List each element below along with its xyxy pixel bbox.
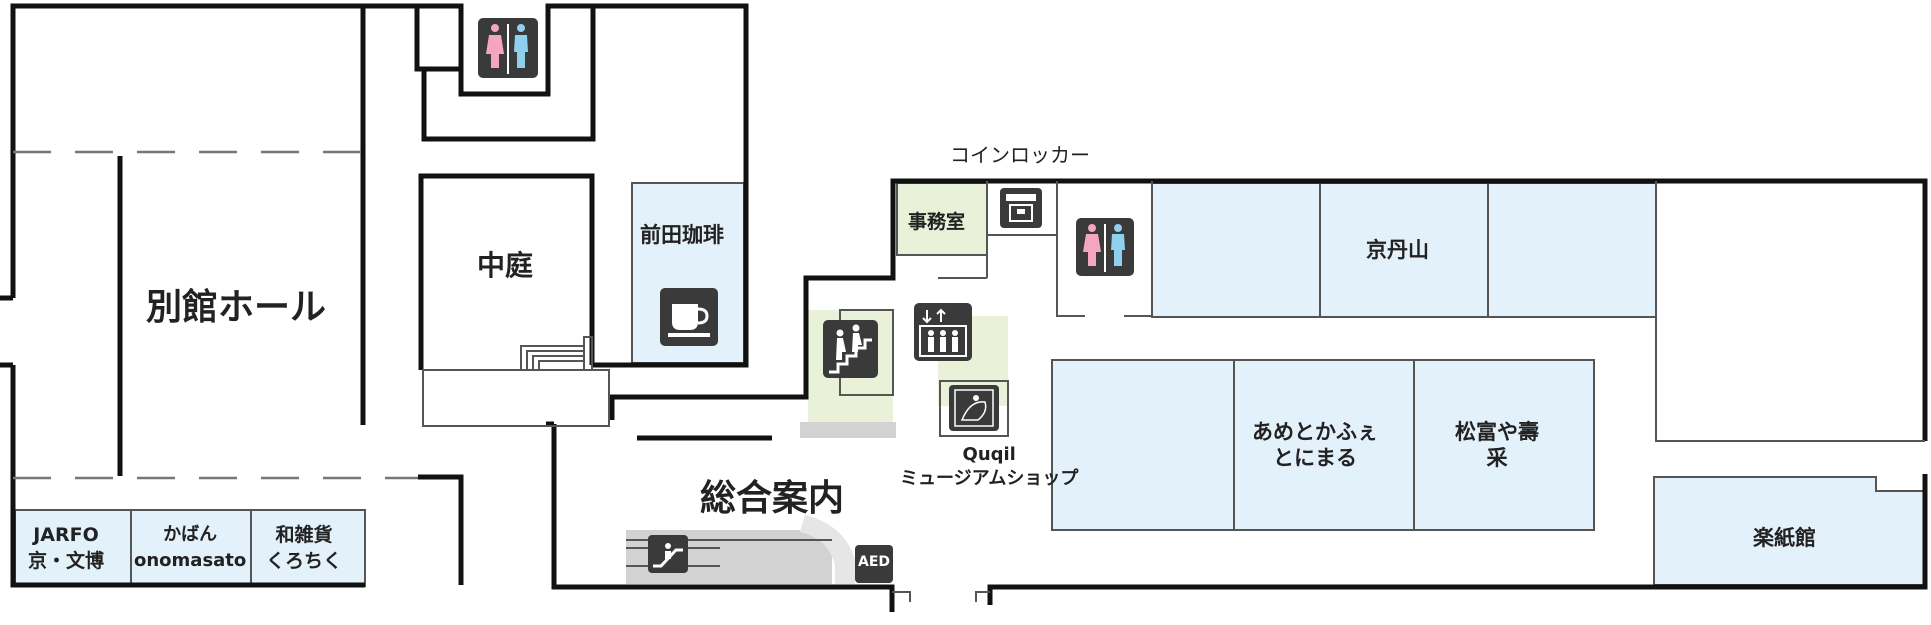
matsutomi-label: 松富や壽 采 bbox=[1455, 419, 1539, 471]
quqil-label: Quqil ミュージアムショップ bbox=[900, 443, 1078, 491]
shop-wazakka[interactable] bbox=[250, 509, 366, 587]
ame-tonimaru-line2: とにまる bbox=[1273, 446, 1357, 470]
shop-block-mid-1[interactable] bbox=[1051, 359, 1235, 531]
jarfo-line2: 京・文博 bbox=[28, 550, 105, 572]
kaban-label: かばん onomasato bbox=[134, 522, 246, 574]
outer-walls bbox=[0, 3, 1928, 612]
nursing-room-icon bbox=[949, 385, 999, 431]
jarfo-label: JARFO 京・文博 bbox=[28, 522, 104, 574]
kaban-line1: かばん bbox=[163, 524, 218, 545]
shop-block-top-1[interactable] bbox=[1151, 182, 1321, 318]
kyotanzan-label: 京丹山 bbox=[1366, 238, 1429, 262]
info-desk-arc bbox=[800, 515, 855, 584]
escalator-icon bbox=[648, 535, 688, 573]
internal-walls bbox=[117, 156, 123, 476]
kaban-line2: onomasato bbox=[134, 550, 247, 571]
matsutomi-line2: 采 bbox=[1486, 446, 1508, 470]
stairs-icon bbox=[823, 320, 878, 378]
wazakka-label: 和雑貨 くろちく bbox=[266, 522, 342, 574]
information-label: 総合案内 bbox=[700, 478, 845, 519]
shop-ame-tonimaru[interactable] bbox=[1233, 359, 1415, 531]
courtyard-label: 中庭 bbox=[477, 249, 534, 282]
restroom-icon bbox=[478, 18, 538, 78]
wazakka-line2: くろちく bbox=[266, 550, 343, 572]
aed-label: AED bbox=[857, 554, 891, 570]
elevator-icon bbox=[914, 303, 972, 361]
thin-walls bbox=[422, 181, 1925, 602]
annex-hall-label: 別館ホール bbox=[146, 287, 327, 328]
shop-matsutomi[interactable] bbox=[1413, 359, 1595, 531]
aed-icon bbox=[855, 545, 893, 583]
coin-locker-icon bbox=[1000, 188, 1042, 228]
ame-tonimaru-line1: あめとかふぇ bbox=[1252, 420, 1378, 444]
dashed-boundaries bbox=[13, 150, 418, 480]
jarfo-line1: JARFO bbox=[33, 524, 99, 546]
office-label: 事務室 bbox=[908, 211, 966, 233]
rakushikan-label: 楽紙館 bbox=[1753, 526, 1816, 550]
shop-kaban[interactable] bbox=[130, 509, 252, 587]
coin-locker-label: コインロッカー bbox=[950, 143, 1090, 167]
maeda-coffee-label: 前田珈琲 bbox=[640, 223, 724, 247]
shop-block-top-3[interactable] bbox=[1487, 182, 1657, 318]
stairs-landing bbox=[800, 422, 896, 438]
wazakka-line1: 和雑貨 bbox=[275, 524, 333, 546]
quqil-line1: Quqil bbox=[962, 444, 1016, 465]
matsutomi-line1: 松富や壽 bbox=[1455, 420, 1539, 444]
quqil-line2: ミュージアムショップ bbox=[900, 468, 1079, 489]
coffee-cup-icon bbox=[660, 288, 718, 346]
ame-tonimaru-label: あめとかふぇ とにまる bbox=[1252, 419, 1378, 471]
restroom-icon bbox=[1076, 218, 1134, 276]
